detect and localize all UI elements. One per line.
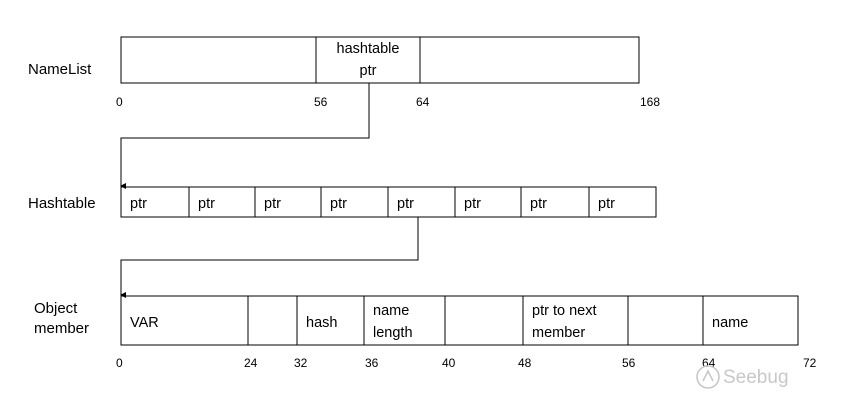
object-member-offset-36: 36 xyxy=(365,356,379,370)
hashtable-cell-6-text-1: ptr xyxy=(464,196,481,212)
namelist-cell-2 xyxy=(315,36,421,84)
hashtable-cell-2-text-1: ptr xyxy=(198,196,215,212)
hashtable-cell-7 xyxy=(520,186,590,218)
object-member-cell-8-text-1: name xyxy=(712,315,748,331)
seebug-logo-mark xyxy=(702,369,714,382)
object-member-cell-6 xyxy=(522,295,629,346)
namelist-cell-2-text-2: ptr xyxy=(360,63,377,79)
hashtable-cell-1-text-1: ptr xyxy=(130,196,147,212)
object-member-offset-0: 0 xyxy=(116,356,123,370)
object-member-cell-4-text-1: name xyxy=(373,303,409,319)
namelist-offset-64: 64 xyxy=(416,95,430,109)
seebug-logo-icon xyxy=(696,365,720,389)
object-member-label-line-2: member xyxy=(34,320,89,337)
seebug-watermark: Seebug xyxy=(696,365,789,389)
hashtable-cell-2 xyxy=(188,186,256,218)
namelist-cell-3 xyxy=(419,36,640,84)
hashtable-cell-6 xyxy=(454,186,522,218)
object-member-offset-40: 40 xyxy=(442,356,456,370)
object-member-cell-4 xyxy=(363,295,446,346)
hashtable-label-line-1: Hashtable xyxy=(28,195,96,212)
hashtable-ptr-arrow xyxy=(120,83,370,189)
member-ptr-arrow xyxy=(120,217,419,298)
hashtable-cell-8 xyxy=(588,186,657,218)
object-member-cell-6-text-1: ptr to next xyxy=(532,303,596,319)
object-member-cell-4-text-2: length xyxy=(373,325,413,341)
namelist-offset-168: 168 xyxy=(640,95,660,109)
object-member-offset-72: 72 xyxy=(803,356,817,370)
namelist-offset-56: 56 xyxy=(314,95,328,109)
object-member-cell-3-text-1: hash xyxy=(306,315,337,331)
object-member-offset-56: 56 xyxy=(622,356,636,370)
namelist-offset-0: 0 xyxy=(116,95,123,109)
object-member-offset-48: 48 xyxy=(518,356,532,370)
object-member-cell-5 xyxy=(444,295,524,346)
object-member-cell-2 xyxy=(247,295,298,346)
hashtable-cell-5-text-1: ptr xyxy=(397,196,414,212)
hashtable-cell-3-text-1: ptr xyxy=(264,196,281,212)
hashtable-cell-7-text-1: ptr xyxy=(530,196,547,212)
hashtable-cell-4-text-1: ptr xyxy=(330,196,347,212)
namelist-cell-2-text-1: hashtable xyxy=(337,41,400,57)
object-member-cell-6-text-2: member xyxy=(532,325,585,341)
object-member-cell-8 xyxy=(702,295,799,346)
namelist-cell-1 xyxy=(120,36,317,84)
object-member-cell-1-text-1: VAR xyxy=(130,315,159,331)
object-member-offset-24: 24 xyxy=(244,356,258,370)
seebug-watermark-text: Seebug xyxy=(723,367,789,388)
hashtable-cell-5 xyxy=(387,186,456,218)
object-member-offset-32: 32 xyxy=(294,356,308,370)
namelist-label-line-1: NameList xyxy=(28,61,92,78)
hashtable-cell-4 xyxy=(320,186,389,218)
object-member-label-line-1: Object xyxy=(34,300,78,317)
hashtable-cell-8-text-1: ptr xyxy=(598,196,615,212)
object-member-cell-7 xyxy=(627,295,704,346)
object-member-cell-1 xyxy=(120,295,249,346)
hashtable-cell-1 xyxy=(120,186,190,218)
